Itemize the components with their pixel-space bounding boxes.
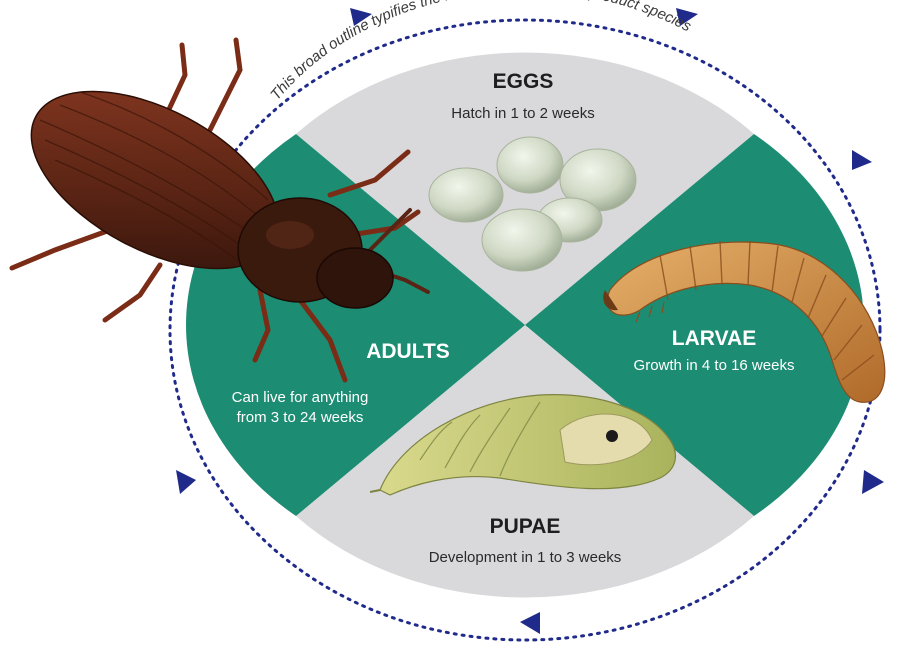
larvae-title: LARVAE	[672, 327, 756, 350]
cycle-arrow-icon	[520, 612, 540, 634]
eggs-description: Hatch in 1 to 2 weeks	[451, 105, 594, 122]
pupae-description: Development in 1 to 3 weeks	[429, 549, 622, 566]
cycle-arrow-icon	[852, 150, 872, 170]
cycle-arrow-icon	[862, 470, 884, 494]
cycle-arrow-icon	[176, 470, 196, 494]
larvae-description: Growth in 4 to 16 weeks	[634, 357, 795, 374]
adults-title: ADULTS	[366, 340, 450, 363]
adults-description-line2: from 3 to 24 weeks	[237, 409, 364, 426]
pupae-title: PUPAE	[490, 515, 561, 538]
eggs-title: EGGS	[493, 70, 554, 93]
adults-description-line1: Can live for anything	[232, 389, 369, 406]
